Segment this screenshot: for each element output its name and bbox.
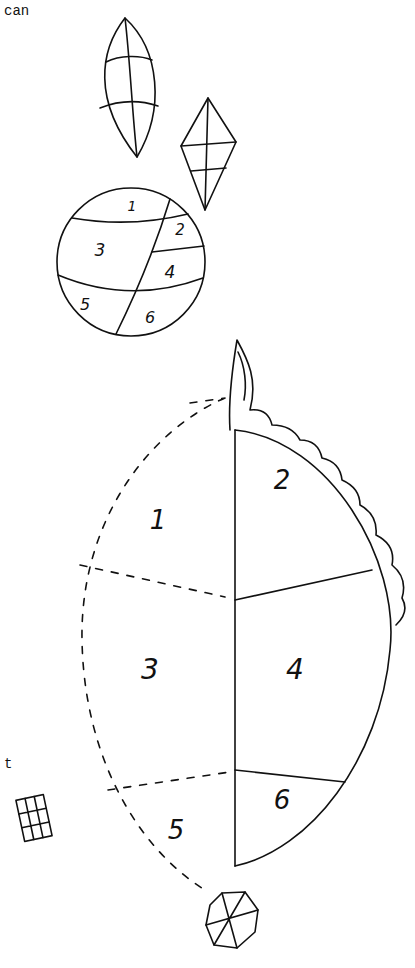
dashed-division — [108, 772, 230, 790]
region-number: 2 — [274, 465, 291, 495]
region-number: 3 — [141, 656, 159, 684]
region-number: 1 — [128, 199, 137, 213]
grid-outline — [16, 795, 52, 842]
circle-outline — [57, 188, 205, 336]
region-number: 6 — [274, 785, 291, 815]
region-number: 1 — [150, 507, 167, 533]
division-line — [235, 770, 345, 782]
region-number: 6 — [145, 310, 155, 326]
kite-spine — [205, 98, 208, 210]
grid-line — [16, 795, 52, 842]
center-line — [234, 430, 236, 866]
annotation-text: t — [4, 756, 12, 772]
division-line — [152, 246, 204, 252]
annotation-text: can — [4, 3, 29, 19]
region-number: 3 — [95, 242, 106, 259]
region-number: 4 — [165, 264, 176, 281]
region-number: 1 — [150, 505, 167, 535]
division-line — [72, 214, 188, 222]
half-shape — [229, 340, 404, 866]
annotation-text: can — [4, 4, 29, 18]
division-line — [58, 275, 203, 291]
kite-spine — [125, 18, 137, 157]
region-number: 3 — [141, 653, 159, 686]
region-number: 1 — [128, 198, 137, 214]
dashed-outline — [82, 398, 225, 890]
region-number: 4 — [286, 653, 304, 686]
region-number: 2 — [175, 223, 185, 238]
kite-rib — [100, 102, 158, 108]
octagon-line — [206, 892, 258, 948]
small-grid — [16, 795, 52, 842]
region-number: 2 — [175, 221, 185, 239]
frill-edge — [229, 340, 404, 625]
region-number: 4 — [165, 262, 176, 282]
dashed-half — [80, 398, 230, 890]
region-number: 2 — [274, 467, 291, 493]
divided-circle — [57, 188, 205, 336]
diamond-kite — [181, 98, 236, 210]
frill-edge — [238, 352, 245, 400]
kite-rib — [106, 56, 152, 62]
leaf-kite — [100, 18, 158, 157]
kite-outline — [105, 18, 155, 157]
dashed-division — [80, 565, 225, 597]
division-line — [116, 199, 170, 334]
region-number: 6 — [274, 787, 291, 813]
half-outline — [235, 430, 391, 866]
kite-rib — [191, 168, 226, 171]
annotation-text: t — [4, 757, 12, 771]
region-number: 5 — [80, 295, 90, 314]
region-number: 3 — [95, 240, 106, 260]
octagon-outline — [206, 892, 258, 948]
small-octagon — [206, 892, 258, 948]
kite-rib — [181, 142, 236, 146]
division-line — [235, 570, 372, 600]
region-number: 6 — [145, 308, 155, 327]
region-number: 5 — [168, 815, 185, 845]
region-number: 5 — [80, 297, 90, 313]
region-number: 5 — [168, 817, 185, 843]
region-number: 4 — [286, 656, 304, 684]
kite-outline — [181, 98, 236, 210]
